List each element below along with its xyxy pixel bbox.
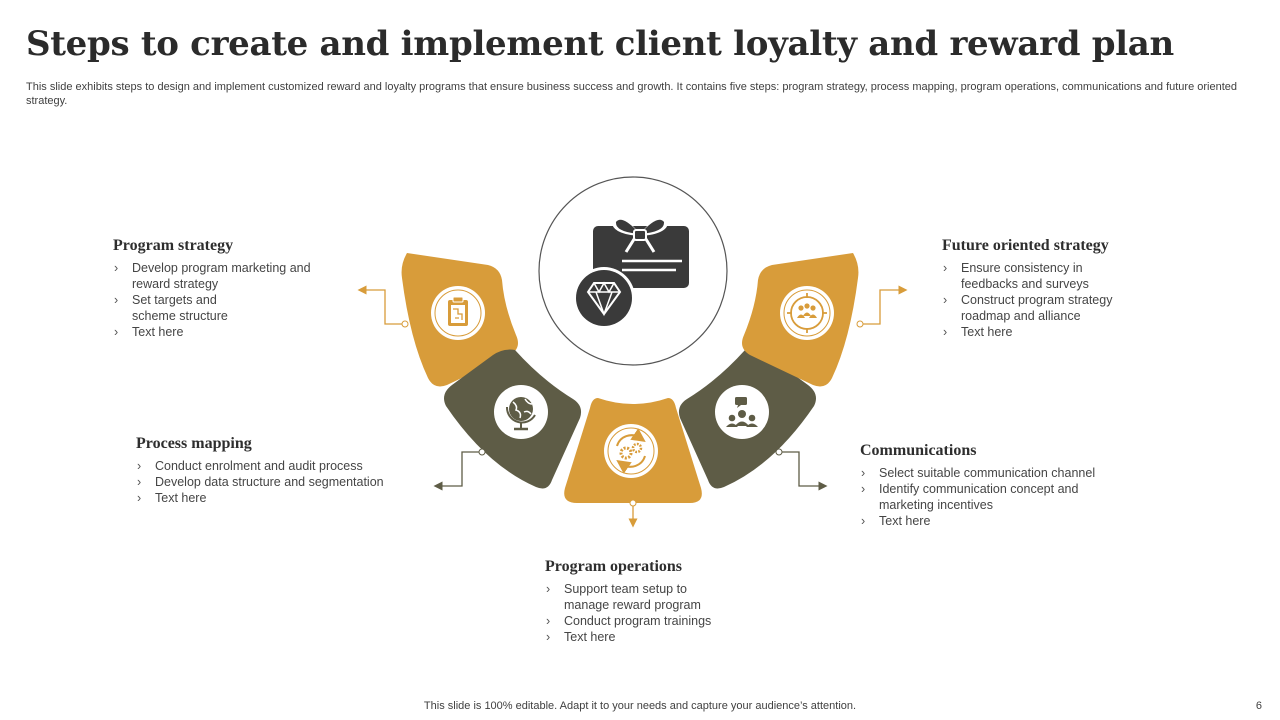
- team-target-icon: [780, 286, 834, 340]
- list-item: Support team setup to manage reward prog…: [545, 581, 735, 613]
- step-program-strategy: Program strategy Develop program marketi…: [113, 237, 338, 340]
- list-item: Text here: [942, 324, 1157, 340]
- step-title: Program strategy: [113, 237, 234, 254]
- list-item: Identify communication concept and marke…: [860, 481, 1120, 513]
- footer-note: This slide is 100% editable. Adapt it to…: [423, 700, 857, 712]
- step-communications: Communications Select suitable communica…: [860, 442, 1120, 529]
- list-item: Conduct program trainings: [545, 613, 735, 629]
- list-item: Text here: [136, 490, 416, 506]
- page-number: 6: [1255, 700, 1262, 712]
- page-subtitle: This slide exhibits steps to design and …: [26, 81, 1238, 107]
- step-title: Communications: [860, 442, 977, 459]
- globe-icon: [494, 385, 548, 439]
- gears-cycle-icon: [604, 424, 658, 478]
- connector-process-mapping: [433, 451, 482, 491]
- step-title: Program operations: [545, 558, 683, 575]
- list-item: Construct program strategy roadmap and a…: [942, 292, 1157, 324]
- list-item: Select suitable communication channel: [860, 465, 1120, 481]
- step-process-mapping: Process mapping Conduct enrolment and au…: [136, 435, 416, 506]
- list-item: Ensure consistency in feedbacks and surv…: [942, 260, 1157, 292]
- clipboard-plan-icon: [431, 286, 485, 340]
- list-item: Set targets and scheme structure: [113, 292, 338, 324]
- step-program-operations: Program operations Support team setup to…: [545, 558, 735, 645]
- list-item: Develop data structure and segmentation: [136, 474, 416, 490]
- page-title: Steps to create and implement client loy…: [26, 24, 1174, 64]
- step-future-oriented-strategy: Future oriented strategy Ensure consiste…: [942, 237, 1157, 340]
- connector-future-strategy: [860, 285, 908, 325]
- list-item: Conduct enrolment and audit process: [136, 458, 416, 474]
- step-title: Process mapping: [136, 435, 252, 452]
- gift-card-diamond-icon: [573, 217, 689, 329]
- connector-communications: [779, 451, 828, 491]
- list-item: Text here: [545, 629, 735, 645]
- list-item: Text here: [113, 324, 338, 340]
- step-title: Future oriented strategy: [942, 237, 1109, 254]
- list-item: Develop program marketing and reward str…: [113, 260, 338, 292]
- list-item: Text here: [860, 513, 1120, 529]
- connector-program-strategy: [357, 285, 405, 325]
- team-chat-icon: [715, 385, 769, 439]
